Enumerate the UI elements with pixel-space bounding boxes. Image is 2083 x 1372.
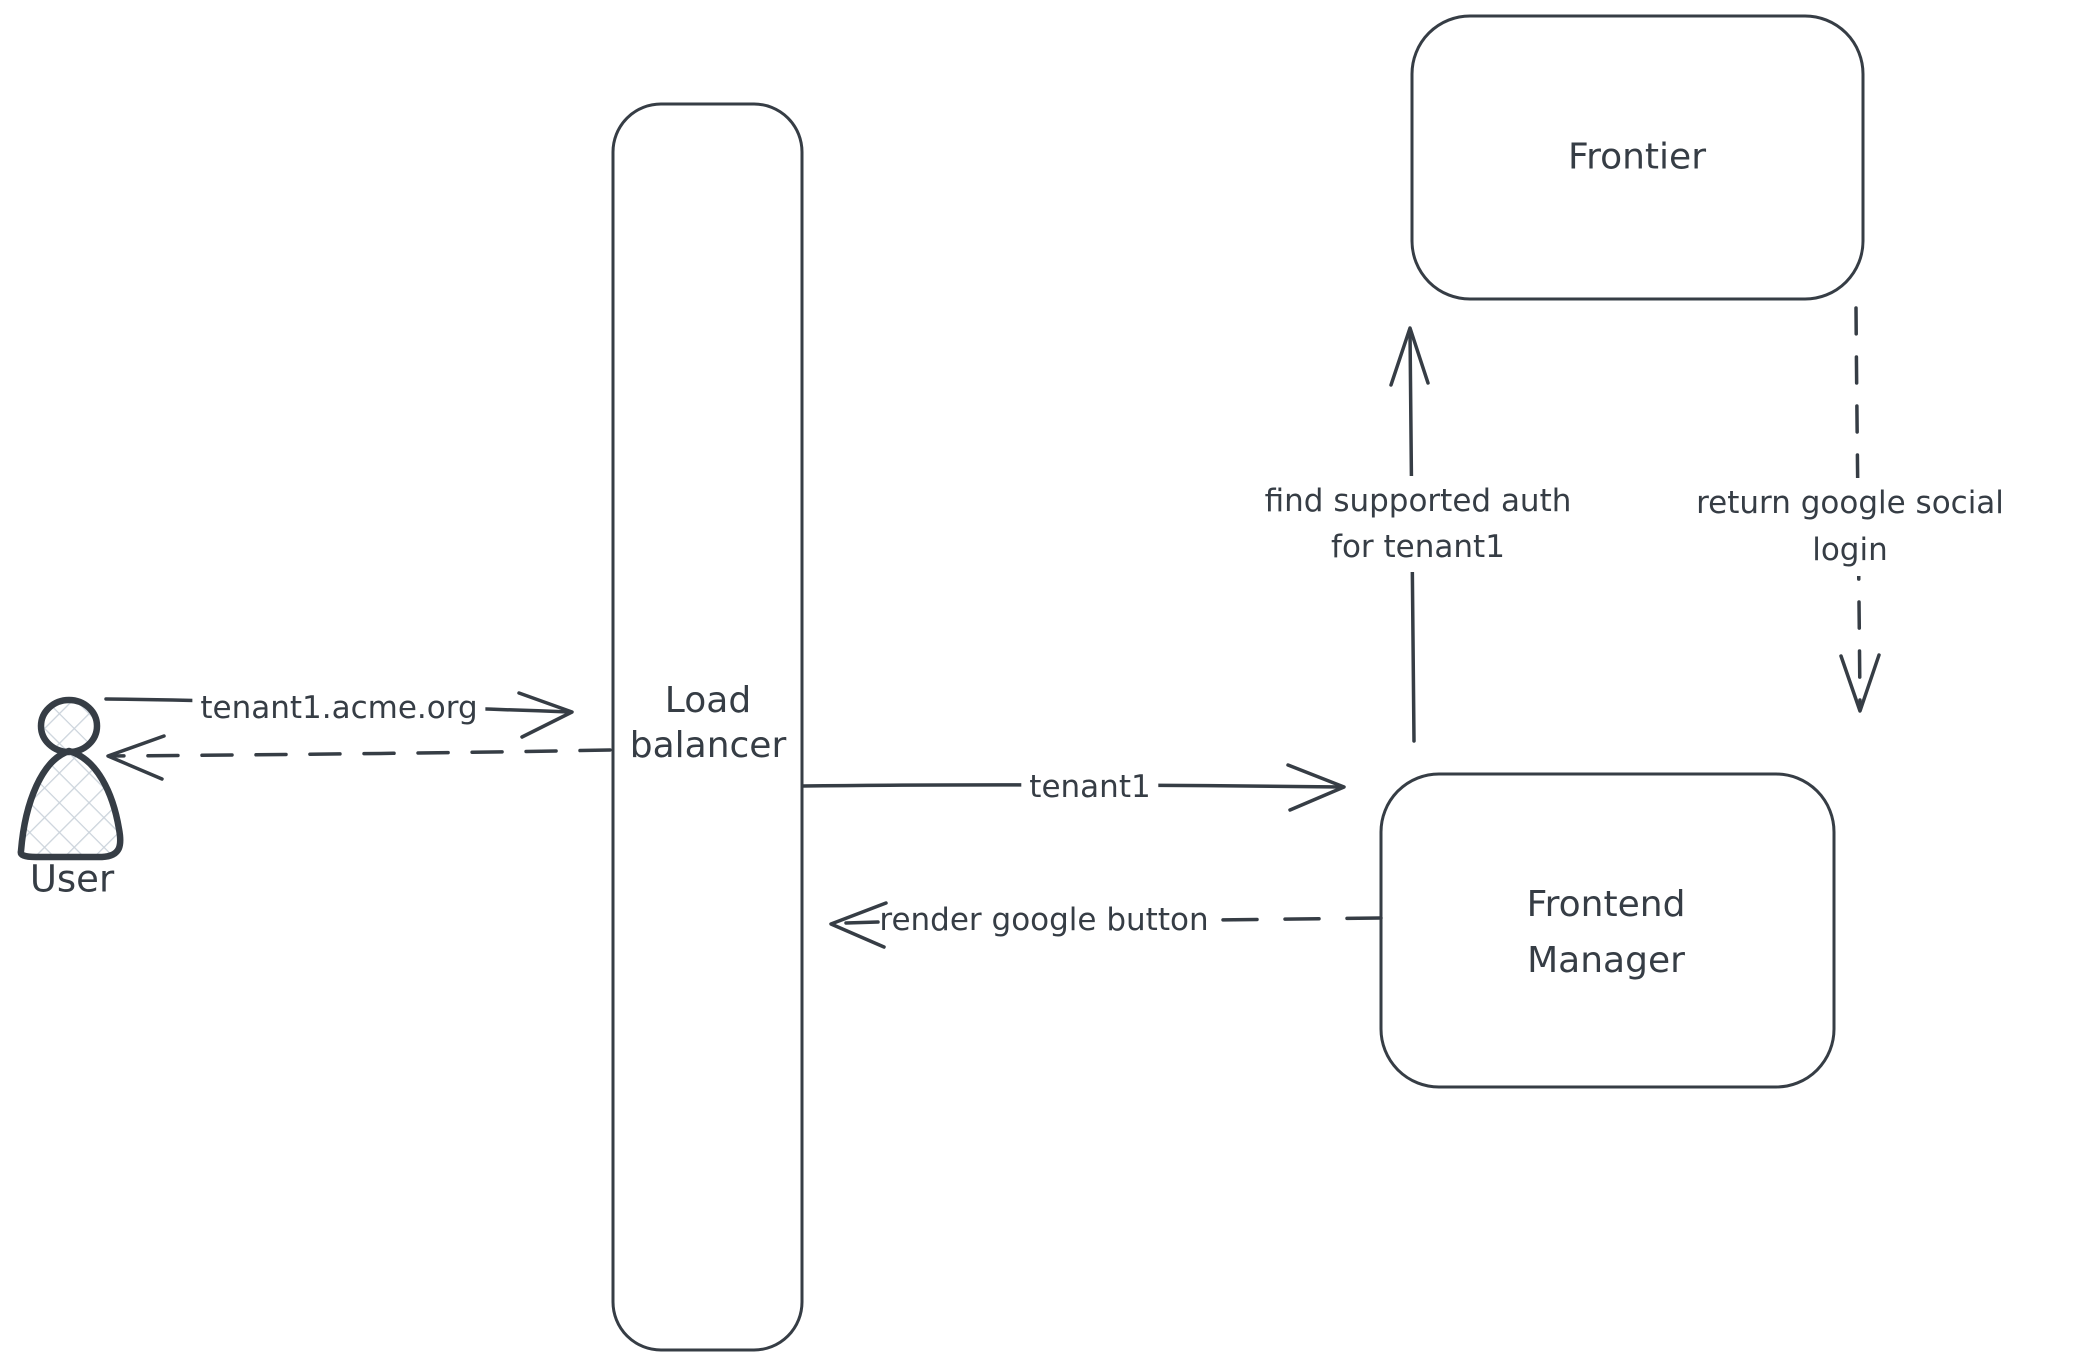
frontend-manager-label-line1: Frontend [1526, 884, 1686, 925]
message-label-tenant1: tenant1 [1021, 767, 1159, 807]
arrow-loadbalancer-to-frontendmanager [801, 783, 1344, 789]
load-balancer-label-line1: Load [664, 680, 752, 721]
message-label-tenant1-acme-org: tenant1.acme.org [192, 688, 486, 728]
find-supported-auth-line1: find supported auth [1264, 483, 1572, 519]
find-supported-auth-line2: for tenant1 [1331, 529, 1505, 565]
frontend-manager-label-line2: Manager [1527, 940, 1685, 981]
frontend-manager-box [1379, 772, 1836, 1089]
message-label-return-google-social: return google social login [1688, 478, 2012, 576]
frontier-box [1410, 14, 1865, 301]
arrowhead-up-frontendmanager-to-frontier [1389, 326, 1430, 387]
load-balancer-label-line2: balancer [629, 725, 787, 766]
arrowhead-left-frontendmanager-to-loadbalancer [829, 901, 888, 949]
arrow-frontendmanager-to-loadbalancer [844, 916, 1383, 925]
arrowhead-down-frontier-to-frontendmanager [1839, 653, 1881, 713]
load-balancer-box [611, 102, 804, 1352]
arrow-frontendmanager-to-frontier [1408, 328, 1416, 743]
arrow-frontier-to-frontendmanager [1854, 306, 1862, 710]
message-label-render-google-button: render google button [879, 902, 1209, 938]
message-label-find-supported-auth: find supported auth for tenant1 [1256, 476, 1580, 572]
frontier-label: Frontier [1567, 136, 1707, 178]
arrow-loadbalancer-to-user [108, 748, 612, 758]
arrow-user-to-loadbalancer [104, 697, 572, 714]
return-google-social-line1: return google social [1696, 485, 2004, 521]
arrowhead-left-loadbalancer-to-user [106, 734, 166, 781]
load-balancer-label: Load balancer [630, 678, 787, 768]
frontend-manager-label: Frontend Manager [1527, 877, 1686, 989]
user-person-icon [17, 696, 124, 861]
return-google-social-line2: login [1812, 532, 1888, 568]
arrowhead-right-user-to-loadbalancer [517, 691, 574, 739]
arrowhead-right-loadbalancer-to-frontendmanager [1286, 763, 1346, 812]
user-label: User [29, 857, 115, 901]
